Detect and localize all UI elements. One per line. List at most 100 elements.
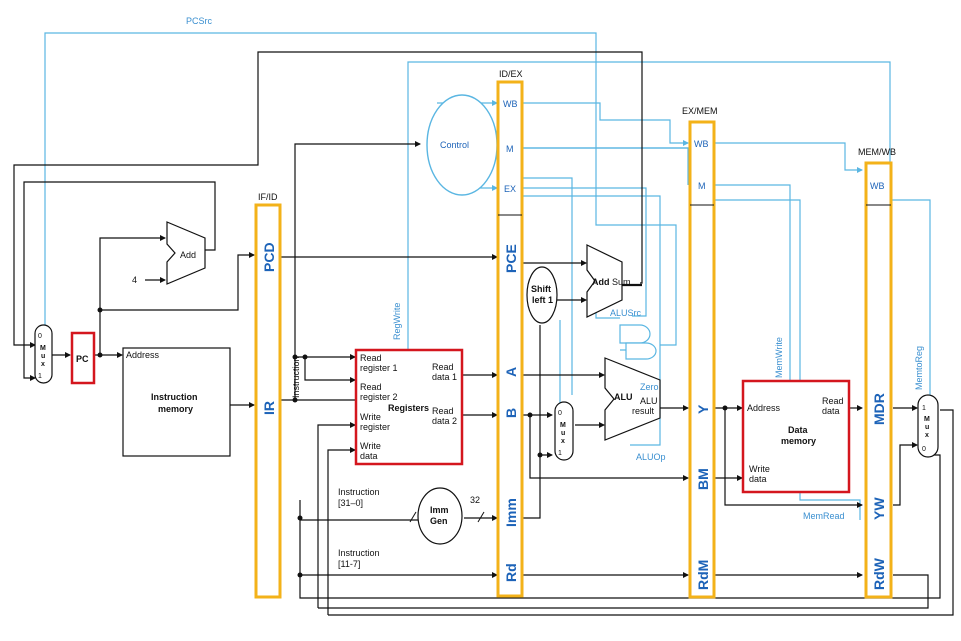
svg-text:left 1: left 1	[532, 295, 553, 305]
svg-text:Instruction: Instruction	[338, 487, 380, 497]
register-file: Read register 1 Read register 2 Write re…	[354, 348, 464, 466]
svg-text:0: 0	[38, 333, 42, 340]
svg-text:data 2: data 2	[432, 416, 457, 426]
svg-text:EX/MEM: EX/MEM	[682, 106, 718, 116]
branch-adder: Add Sum	[586, 244, 631, 318]
idex-wb: WB	[503, 99, 518, 109]
exmem-rdm: RdM	[695, 560, 711, 590]
svg-text:data: data	[749, 474, 767, 484]
svg-text:M: M	[924, 416, 930, 423]
svg-text:1: 1	[38, 373, 42, 380]
svg-text:data 1: data 1	[432, 372, 457, 382]
svg-text:Read: Read	[360, 382, 382, 392]
svg-text:Control: Control	[440, 140, 469, 150]
svg-text:Add: Add	[180, 250, 196, 260]
svg-text:1: 1	[558, 450, 562, 457]
mux-writeback: 1 M u x 0	[917, 394, 939, 458]
aluop-label: ALUOp	[636, 452, 666, 462]
ifid-register: IF/ID PCD IR	[254, 192, 282, 599]
svg-text:Read: Read	[360, 353, 382, 363]
pcsrc-label: PCSrc	[186, 16, 213, 26]
svg-text:memory: memory	[781, 436, 816, 446]
svg-text:register 1: register 1	[360, 363, 398, 373]
svg-text:0: 0	[558, 410, 562, 417]
mux-left: 0 M u x 1	[34, 324, 53, 384]
svg-text:Zero: Zero	[640, 382, 659, 392]
svg-text:Imm: Imm	[430, 505, 449, 515]
memwrite-label: MemWrite	[774, 337, 784, 378]
svg-text:32: 32	[470, 495, 480, 505]
exmem-register: EX/MEM WB M Y BM RdM	[682, 106, 718, 599]
svg-text:M: M	[560, 422, 566, 429]
svg-text:Registers: Registers	[388, 403, 429, 413]
mux-alu: 0 M u x 1	[554, 401, 574, 461]
regwrite-label: RegWrite	[392, 303, 402, 340]
svg-text:IF/ID: IF/ID	[258, 192, 278, 202]
junction-dots	[97, 307, 728, 578]
svg-text:x: x	[41, 361, 45, 368]
svg-text:Read: Read	[822, 396, 844, 406]
svg-text:ALU: ALU	[640, 396, 658, 406]
data-memory: Address Read data Data memory Write data	[741, 379, 851, 494]
svg-text:data: data	[822, 406, 840, 416]
svg-text:Add: Add	[592, 277, 610, 287]
instr-11-7-l2: [11-7]	[338, 559, 360, 569]
memwb-register: MEM/WB WB MDR YW RdW	[858, 147, 896, 599]
shift-left-1: Shift left 1	[526, 266, 558, 324]
svg-text:Shift: Shift	[531, 284, 551, 294]
idex-m: M	[506, 144, 514, 154]
svg-text:u: u	[561, 430, 565, 437]
regwrite-wire	[407, 61, 891, 350]
svg-text:PC: PC	[76, 354, 89, 364]
svg-text:Gen: Gen	[430, 516, 448, 526]
svg-text:Sum: Sum	[612, 277, 631, 287]
idex-register: ID/EX WB M EX PCE A B Imm Rd	[496, 69, 524, 598]
memtoreg-label: MemtoReg	[914, 346, 924, 390]
svg-text:0: 0	[922, 446, 926, 453]
ifid-pcd: PCD	[261, 242, 277, 272]
instr-11-7-l1: Instruction	[338, 548, 380, 558]
svg-text:MEM/WB: MEM/WB	[858, 147, 896, 157]
svg-text:ALU: ALU	[614, 392, 633, 402]
branch-and-gate	[619, 324, 657, 360]
memwb-rdw: RdW	[871, 557, 887, 590]
exmem-y: Y	[695, 404, 711, 414]
svg-text:Read: Read	[432, 406, 454, 416]
exmem-bm: BM	[695, 468, 711, 490]
svg-text:x: x	[561, 438, 565, 445]
svg-text:memory: memory	[158, 404, 193, 414]
instruction-label: Instruction	[291, 356, 301, 398]
svg-text:data: data	[360, 451, 378, 461]
svg-text:u: u	[41, 353, 45, 360]
memwb-mdr: MDR	[871, 393, 887, 425]
memread-label: MemRead	[803, 511, 845, 521]
svg-text:x: x	[925, 432, 929, 439]
svg-text:Read: Read	[432, 362, 454, 372]
svg-text:1: 1	[922, 405, 926, 412]
alu: ALU Zero ALU result	[604, 357, 661, 441]
pc-register: PC	[70, 331, 96, 385]
svg-text:[31–0]: [31–0]	[338, 498, 363, 508]
const-four: 4	[132, 275, 137, 285]
svg-text:Write: Write	[749, 464, 770, 474]
svg-text:ID/EX: ID/EX	[499, 69, 523, 79]
svg-text:u: u	[925, 424, 929, 431]
memwb-wb: WB	[870, 181, 885, 191]
imm-gen: Imm Gen 32 Instruction [31–0]	[338, 487, 485, 545]
svg-text:Write: Write	[360, 412, 381, 422]
svg-text:Write: Write	[360, 441, 381, 451]
control-unit: Control	[426, 94, 498, 196]
idex-b: B	[503, 408, 519, 418]
svg-text:Address: Address	[126, 350, 160, 360]
svg-text:register: register	[360, 422, 390, 432]
idex-imm: Imm	[503, 498, 519, 527]
instruction-memory: Address Instruction memory	[122, 347, 231, 457]
svg-text:Address: Address	[747, 403, 781, 413]
idex-a: A	[503, 367, 519, 377]
ifid-ir: IR	[261, 401, 277, 415]
idex-ex: EX	[504, 184, 516, 194]
memwb-yw: YW	[871, 497, 887, 520]
svg-text:register 2: register 2	[360, 392, 398, 402]
pcsrc-wire	[44, 32, 677, 346]
